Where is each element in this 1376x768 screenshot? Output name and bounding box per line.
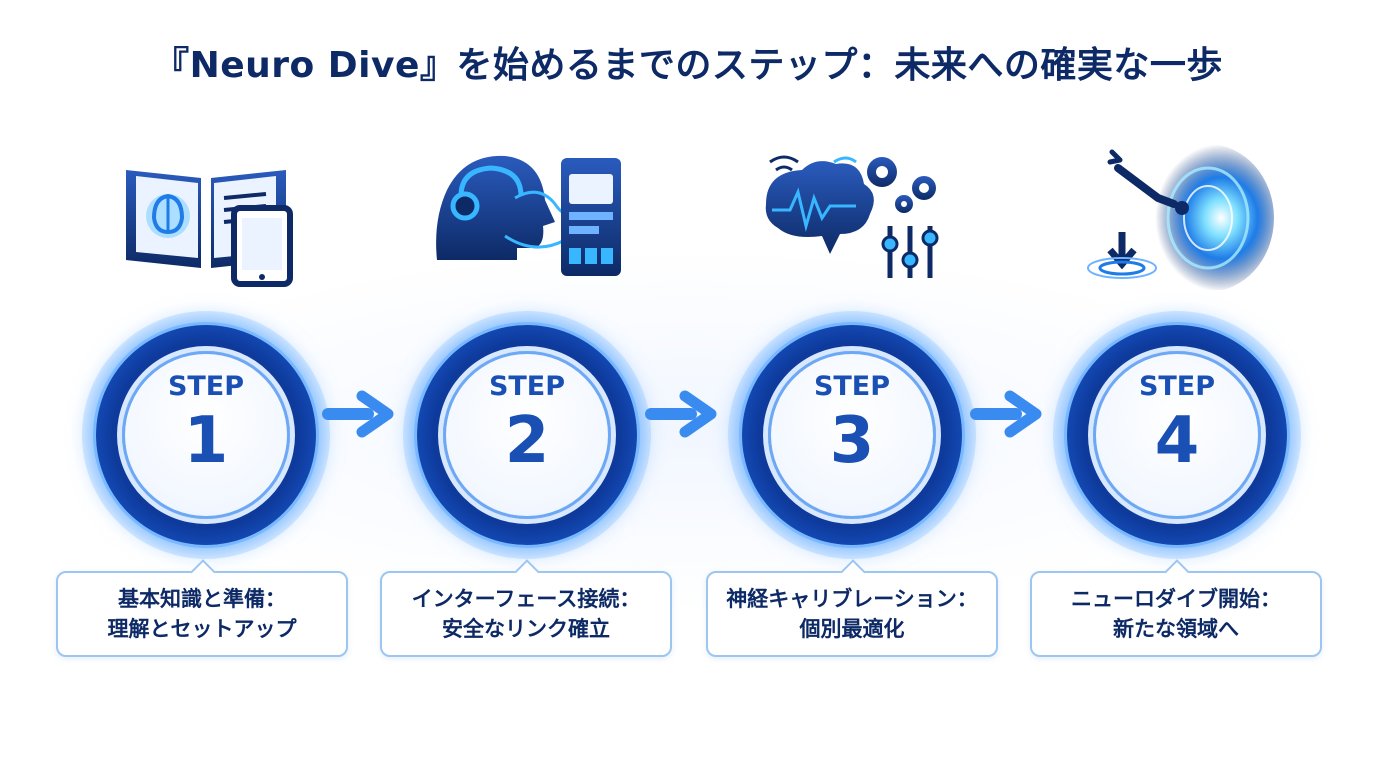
diver-portal-icon (1078, 140, 1278, 292)
step-4-caption: ニューロダイブ開始： 新たな領域へ (1030, 559, 1322, 657)
book-brain-tablet-icon (106, 140, 306, 290)
step-label: STEP (813, 371, 891, 402)
step-number: 3 (829, 404, 875, 478)
step-2-circle: STEP 2 (403, 311, 651, 559)
caption-line-1: ニューロダイブ開始： (1071, 587, 1281, 611)
step-1-caption: 基本知識と準備： 理解とセットアップ (56, 559, 348, 657)
step-3-caption: 神経キャリブレーション： 個別最適化 (706, 559, 998, 657)
step-label: STEP (167, 371, 245, 402)
caption-line-2: 理解とセットアップ (107, 617, 297, 641)
step-2-caption: インターフェース接続： 安全なリンク確立 (380, 559, 672, 657)
caption-line-2: 安全なリンク確立 (442, 617, 610, 641)
arrow-right-icon (322, 390, 400, 438)
step-number: 1 (183, 404, 229, 478)
caption-line-1: インターフェース接続： (411, 587, 641, 611)
step-number: 4 (1154, 404, 1200, 478)
arrow-right-icon (970, 390, 1048, 438)
step-4-circle: STEP 4 (1053, 311, 1301, 559)
arrow-right-icon (645, 390, 723, 438)
step-1-circle: STEP 1 (82, 311, 330, 559)
caption-line-2: 個別最適化 (799, 617, 905, 641)
page-title: 『Neuro Dive』を始めるまでのステップ：未来への確実な一歩 (153, 45, 1223, 86)
caption-line-1: 基本知識と準備： (118, 587, 286, 611)
step-number: 2 (504, 404, 550, 478)
step-label: STEP (488, 371, 566, 402)
head-headset-interface-icon (425, 140, 625, 290)
step-3-circle: STEP 3 (728, 311, 976, 559)
step-label: STEP (1138, 371, 1216, 402)
caption-line-1: 神経キャリブレーション： (726, 587, 978, 611)
caption-line-2: 新たな領域へ (1113, 617, 1239, 641)
brainwave-gears-sliders-icon (752, 140, 952, 290)
